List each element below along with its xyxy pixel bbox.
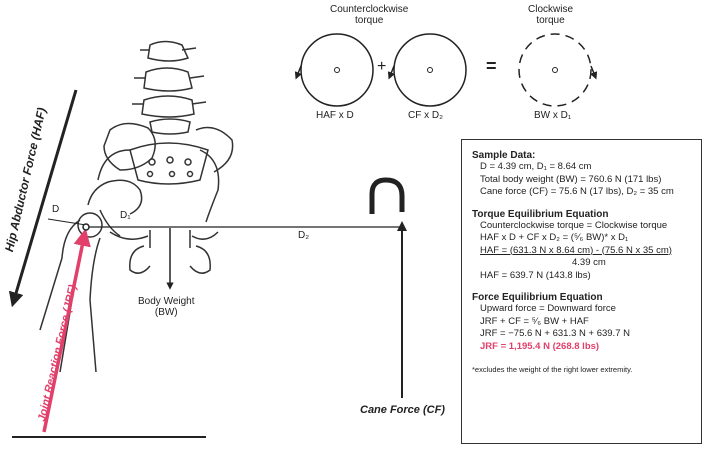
force-line: JRF + CF = ⁵⁄₆ BW + HAF xyxy=(480,315,589,327)
torque-heading: Torque Equilibrium Equation xyxy=(472,208,609,220)
torque-result: HAF = 639.7 N (143.8 lbs) xyxy=(480,269,591,281)
hip-joint-center xyxy=(82,223,90,231)
sample-data-line: Cane force (CF) = 75.6 N (17 lbs), D₂ = … xyxy=(480,186,674,197)
torque-line: HAF x D + CF x D₂ = (⁵⁄₆ BW)* x D₁ xyxy=(480,232,629,243)
plus-sign: + xyxy=(377,58,387,75)
torque-numerator: HAF = (631.3 N x 8.64 cm) - (75.6 N x 35… xyxy=(480,244,672,256)
counterclockwise-label: Counterclockwise torque xyxy=(330,4,409,26)
torque-circle-bw xyxy=(518,33,598,107)
d-label: D xyxy=(52,204,60,215)
sample-data-line: Total body weight (BW) = 760.6 N (171 lb… xyxy=(480,173,662,185)
jrf-arrow xyxy=(42,228,91,433)
force-line: Upward force = Downward force xyxy=(480,303,616,314)
force-line: JRF = −75.6 N + 631.3 N + 639.7 N xyxy=(480,328,630,339)
haf-term: HAF x D xyxy=(316,110,354,121)
cane xyxy=(369,177,405,214)
torque-line: Counterclockwise torque = Clockwise torq… xyxy=(480,219,668,231)
force-heading: Force Equilibrium Equation xyxy=(472,292,603,303)
d1-label: D₁ xyxy=(120,210,131,221)
cane-label: Cane Force (CF) xyxy=(360,404,445,416)
cf-term: CF x D₂ xyxy=(408,110,443,121)
jrf-result: JRF = 1,195.4 N (268.8 lbs) xyxy=(480,340,600,352)
torque-denominator: 4.39 cm xyxy=(572,257,606,268)
sample-data-heading: Sample Data: xyxy=(472,150,536,161)
calculation-box: Sample Data: D = 4.39 cm, D₁ = 8.64 cm T… xyxy=(461,139,702,444)
sample-data-line: D = 4.39 cm, D₁ = 8.64 cm xyxy=(480,161,592,172)
equals-sign: = xyxy=(486,56,497,76)
haf-arrow xyxy=(8,89,78,308)
bw-term: BW x D₁ xyxy=(534,110,572,121)
spine xyxy=(132,40,207,135)
body-weight-label: Body Weight (BW) xyxy=(138,296,195,318)
torque-circle-haf xyxy=(294,33,374,107)
d2-label: D₂ xyxy=(298,230,310,241)
footnote: *excludes the weight of the right lower … xyxy=(472,365,633,374)
pelvis xyxy=(87,122,234,274)
clockwise-label: Clockwise torque xyxy=(528,4,574,26)
torque-circle-cf xyxy=(387,33,467,107)
